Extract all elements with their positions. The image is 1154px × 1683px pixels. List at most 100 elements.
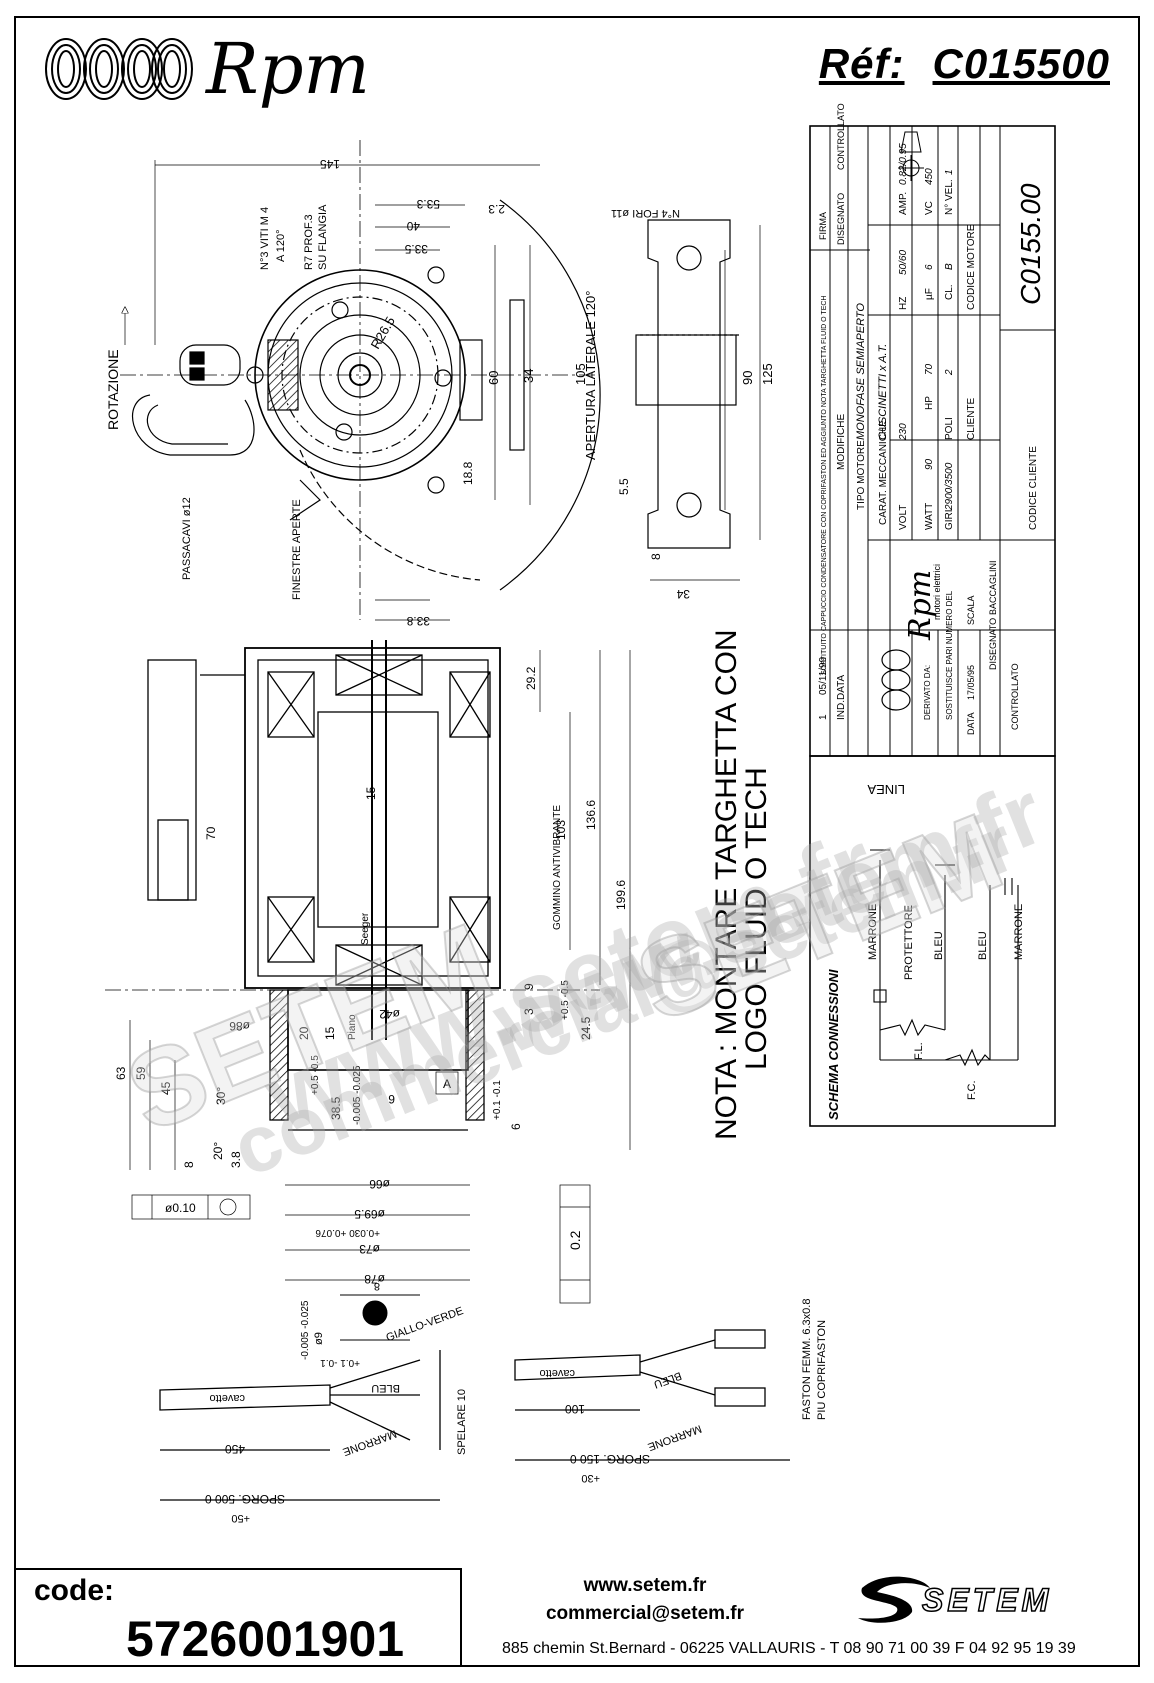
setem-logo: SETEM (852, 1568, 1112, 1628)
watt-label: WATT (924, 503, 935, 530)
dim-34: 34 (521, 369, 536, 383)
top-view-labels: 145 53.3 40 33.5 2.3 N°4 FORI ø11 N°3 VI… (105, 157, 775, 601)
dim-8: 8 (182, 1161, 196, 1168)
dim-33-5: 33.5 (404, 242, 428, 256)
hp: 70 (924, 363, 935, 375)
email-link[interactable]: commercial@setem.fr (545, 1603, 745, 1624)
reference: Réf:C015500 (819, 40, 1110, 88)
finestre-label: FINESTRE APERTE (291, 499, 303, 600)
website-link[interactable]: www.setem.fr (583, 1575, 707, 1596)
fl-label: F.L. (913, 1042, 925, 1060)
vel-label: N° VEL. (944, 179, 955, 215)
ref-label: Réf: (818, 40, 905, 87)
setem-wordmark: SETEM (921, 1581, 1053, 1619)
title-block-text: 1 05/11/99 SOSTITUITO CAPPUCCIO CONDENSA… (818, 103, 1046, 735)
dim-18-8: 18.8 (461, 461, 475, 485)
dim-9: 9 (522, 983, 536, 990)
volt: 230 (898, 423, 909, 441)
top-view (120, 140, 740, 620)
r7-label: R7 PROF.3 (303, 214, 315, 270)
r26-label: R26.5 (368, 314, 398, 352)
dim-45: 45 (159, 1081, 173, 1095)
dim-86: ø86 (229, 1019, 250, 1033)
spelare-label: SPELARE 10 (456, 1389, 468, 1455)
dim-6: 6 (388, 1092, 395, 1106)
cl-label: CL. (944, 284, 955, 300)
dim-60: 60 (486, 371, 501, 385)
top-view-dimensions (125, 160, 761, 601)
detail-d8: 8 (374, 1280, 380, 1292)
gommino-label: GOMMINO ANTIVIBRANTE (552, 805, 563, 930)
dim-38-5: 38.5 (329, 1096, 343, 1120)
data2-label: DATA (966, 712, 976, 735)
marrone-label-1: MARRONE (341, 1427, 398, 1458)
dim-63: 63 (114, 1066, 128, 1080)
plus-30: +30 (581, 1472, 600, 1484)
poli-label: POLI (944, 417, 955, 440)
dim-20: 20 (297, 1026, 311, 1040)
giri-label: GIRI (944, 509, 955, 530)
disegnato2: BACCAGLINI (988, 560, 998, 615)
data-label: DATA (836, 674, 847, 700)
giallo-verde-label: GIALLO-VERDE (385, 1305, 466, 1344)
sporg-150: SPORG. 150 0 (570, 1452, 650, 1466)
angle-30: 30° (214, 1087, 228, 1105)
dim-90: 90 (740, 371, 755, 385)
rev-text: SOSTITUITO CAPPUCCIO CONDENSATORE CON CO… (821, 296, 828, 675)
tol-076: +0.030 +0.076 (315, 1227, 380, 1238)
contact-block: www.setem.fr commercial@setem.fr (500, 1572, 790, 1628)
hp-label: HP (924, 396, 935, 410)
vc-label: VC (924, 201, 935, 215)
protettore-label: PROTETTORE (903, 905, 915, 980)
amp-label: AMP. (898, 192, 909, 215)
dim-42: ø42 (379, 1007, 400, 1021)
angle-20: 20° (211, 1142, 225, 1160)
uf: 6 (924, 264, 935, 270)
hz-label: HZ (898, 297, 909, 310)
controllato2-label: CONTROLLATO (1010, 663, 1020, 730)
ind-label: IND. (836, 700, 847, 720)
dim-103: 103 (554, 820, 568, 840)
dim-145: 145 (320, 157, 340, 171)
dim-59: 59 (134, 1066, 148, 1080)
holes-label: N°4 FORI ø11 (611, 207, 680, 219)
bleu-label-1: BLEU (371, 1382, 400, 1394)
controllato-label: CONTROLLATO (836, 103, 846, 170)
hz: 50/60 (898, 250, 909, 275)
volt-label: VOLT (898, 505, 909, 530)
detail-d9: ø9 (313, 1332, 325, 1345)
dim-53: 53.3 (416, 197, 440, 211)
seeger-label: Seeger (360, 912, 371, 945)
dim-70: 70 (204, 826, 218, 840)
piano-label: Piano (347, 1014, 358, 1040)
tol-circ: ø0.10 (165, 1201, 196, 1215)
dim-100: 100 (565, 1402, 585, 1416)
dim-105: 105 (573, 363, 588, 385)
passacavi-label: PASSACAVI ø12 (181, 497, 193, 580)
dim-3-8: 3.8 (229, 1151, 243, 1168)
tipo-motore: MONOFASE SEMIAPERTO (855, 303, 867, 440)
dim-40: 40 (406, 219, 420, 233)
coprifaston-label: PIU COPRIFASTON (816, 1320, 828, 1420)
scala-label: SCALA (966, 595, 976, 625)
dim-73: ø73 (359, 1242, 380, 1256)
marrone-label-2: MARRONE (646, 1422, 703, 1453)
tol-perp: 0.2 (567, 1230, 583, 1250)
code-label: code: (34, 1574, 115, 1607)
bleu-label-4: BLEU (977, 931, 989, 960)
tol-05: +0.5 -0.5 (310, 1055, 321, 1095)
codice-cliente-label: CODICE CLIENTE (1028, 446, 1039, 530)
dim-34b: 34 (676, 587, 690, 601)
cable-drawings (159, 1329, 790, 1501)
dim-66: ø66 (369, 1177, 390, 1191)
tol-05b: +0.5 -0.5 (560, 980, 571, 1020)
coil-logo-icon (45, 38, 193, 100)
viti-label: N°3 VITI M 4 (259, 207, 271, 270)
dim-8: 8 (649, 553, 663, 560)
wiring-schematic (870, 849, 1019, 1067)
carat: CUSCINETTI x A.T. (877, 344, 889, 440)
giri: 2900/3500 (944, 462, 955, 511)
firma-label: FIRMA (818, 212, 828, 240)
detail-tol2: -0.005 -0.025 (300, 1300, 311, 1360)
rev-no: 1 (818, 714, 829, 720)
